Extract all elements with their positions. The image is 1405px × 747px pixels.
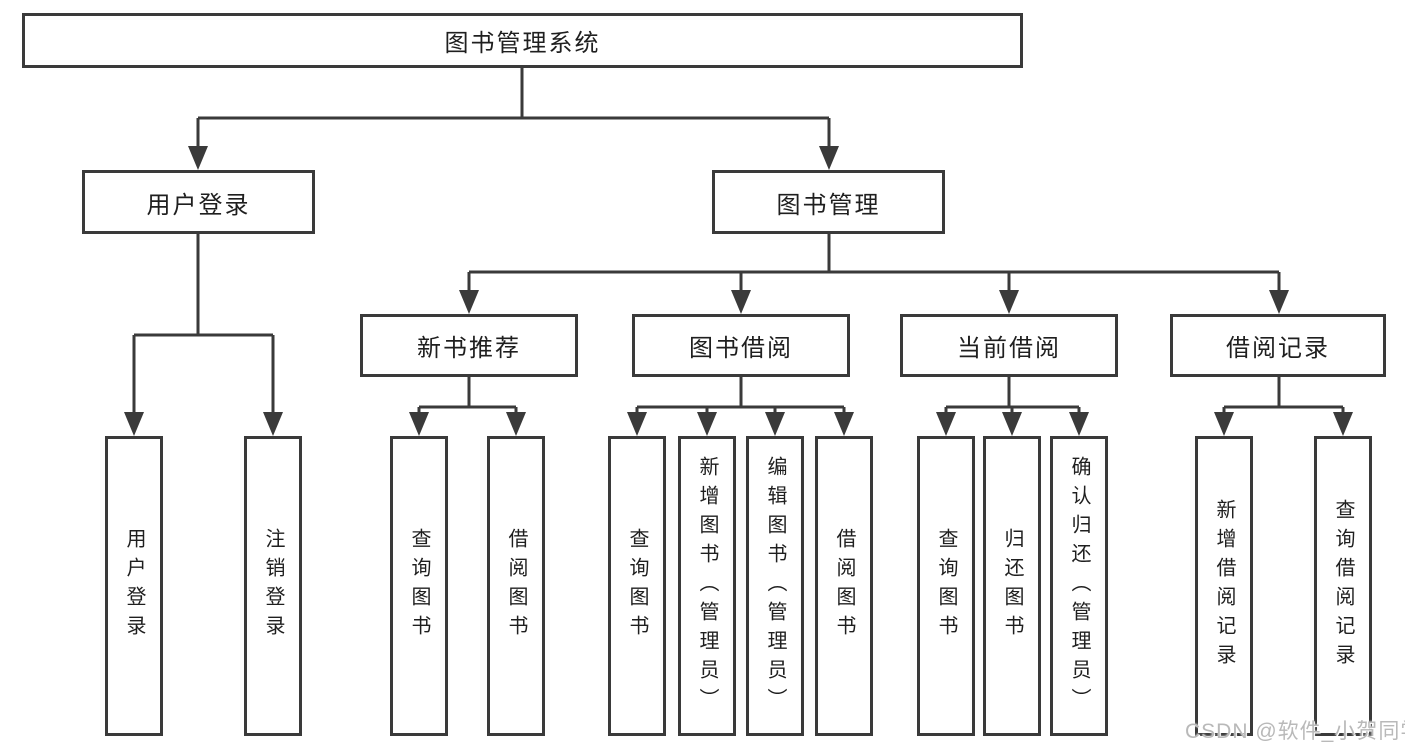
node-user-login: 用户登录 xyxy=(82,170,315,234)
leaf-user-login: 用户登录 xyxy=(105,436,163,736)
leaf-edit-books-admin: 编辑图书（管理员） xyxy=(746,436,804,736)
leaf-logout: 注销登录 xyxy=(244,436,302,736)
leaf-recommend-query-books: 查询图书 xyxy=(390,436,448,736)
arrowheads xyxy=(124,146,1353,436)
leaf-add-borrow-record: 新增借阅记录 xyxy=(1195,436,1253,736)
node-book-management: 图书管理 xyxy=(712,170,945,234)
leaf-current-query-books: 查询图书 xyxy=(917,436,975,736)
leaf-borrow-books: 借阅图书 xyxy=(815,436,873,736)
node-book-borrowing: 图书借阅 xyxy=(632,314,850,377)
leaf-recommend-borrow-books: 借阅图书 xyxy=(487,436,545,736)
node-current-borrowing: 当前借阅 xyxy=(900,314,1118,377)
node-root-system: 图书管理系统 xyxy=(22,13,1023,68)
leaf-add-books-admin: 新增图书（管理员） xyxy=(678,436,736,736)
leaf-confirm-return-admin: 确认归还（管理员） xyxy=(1050,436,1108,736)
node-borrowing-records: 借阅记录 xyxy=(1170,314,1386,377)
leaf-query-borrow-record: 查询借阅记录 xyxy=(1314,436,1372,736)
csdn-watermark: CSDN @软件_小贺同学 xyxy=(1185,720,1405,743)
node-new-book-recommendation: 新书推荐 xyxy=(360,314,578,377)
leaf-return-books: 归还图书 xyxy=(983,436,1041,736)
leaf-borrowing-query-books: 查询图书 xyxy=(608,436,666,736)
